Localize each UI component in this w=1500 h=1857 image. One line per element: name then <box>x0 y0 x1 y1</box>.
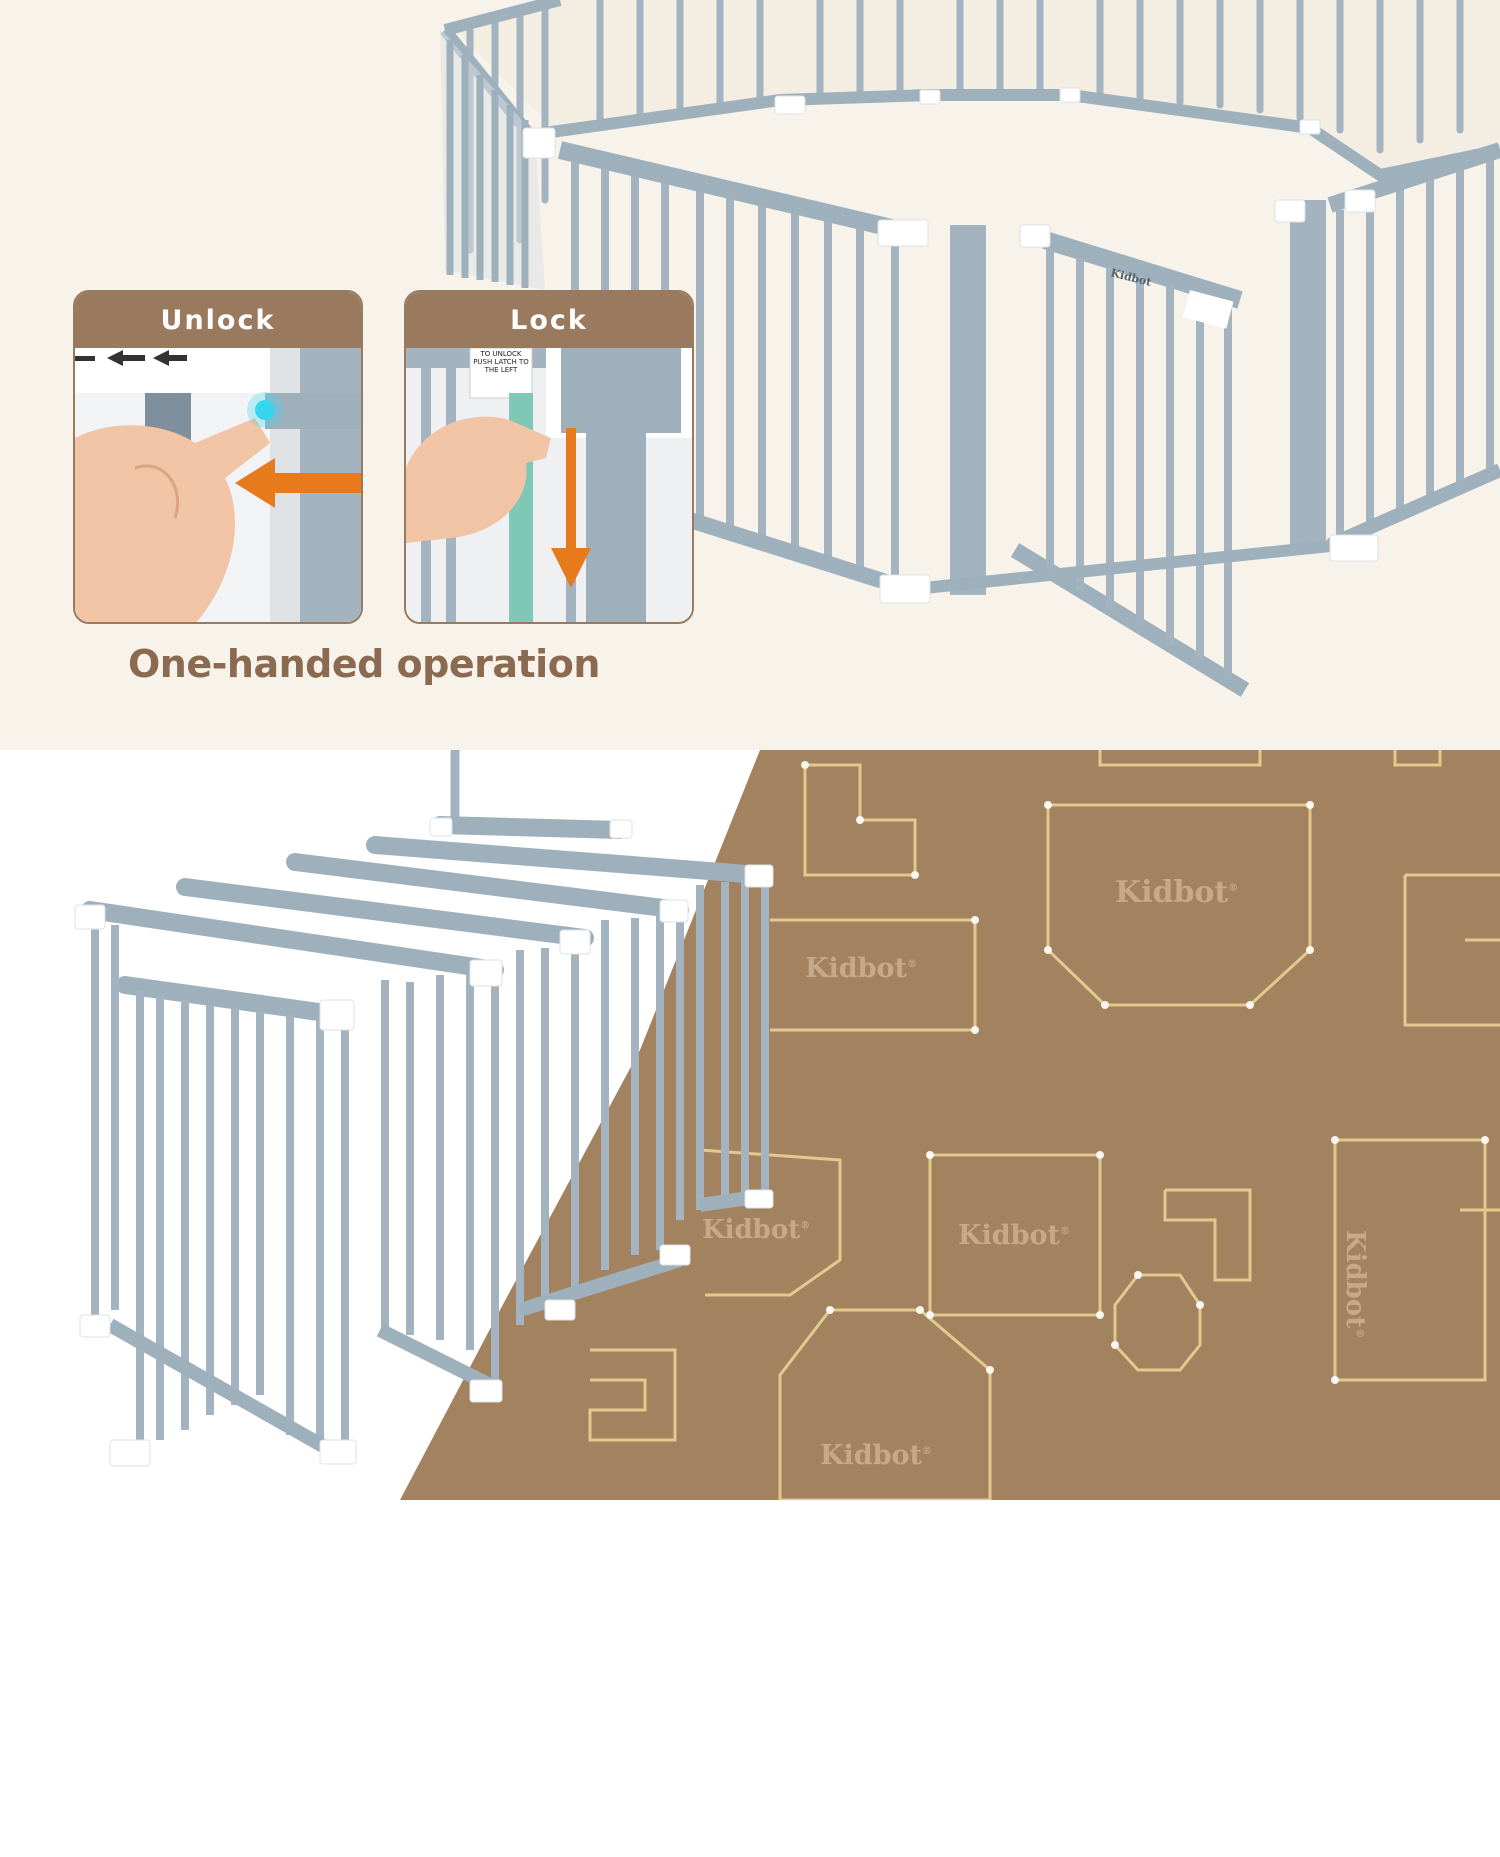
top-section: Kidbot Unlock <box>0 0 1500 750</box>
one-handed-caption: One-handed operation <box>128 642 600 686</box>
shapes-background <box>74 750 1500 1500</box>
lock-label: Lock <box>406 292 692 348</box>
lock-latch-photo: TO UNLOCK PUSH LATCH TO THE LEFT <box>406 348 692 622</box>
brand-watermark: Kidbot® <box>820 1440 932 1471</box>
lock-callout: Lock TO UNLOCK PUSH LATCH TO THE LEFT <box>404 290 694 624</box>
brand-watermark: Kidbot® <box>702 1215 811 1245</box>
brand-watermark: Kidbot® <box>1115 875 1239 910</box>
adaptable-caption: Adaptable to multiple shapes <box>806 1814 1407 1857</box>
brand-watermark: Kidbot® <box>1340 1230 1370 1339</box>
arrow-left-icon <box>75 350 187 366</box>
latch-indicator-icon <box>255 400 275 420</box>
unlock-callout: Unlock <box>73 290 363 624</box>
unlock-latch-photo <box>75 348 361 622</box>
arrow-left-orange-icon <box>235 458 361 508</box>
arrow-down-orange-icon <box>551 548 591 588</box>
folded-fence-panels <box>74 750 774 1467</box>
latch-sticker: TO UNLOCK PUSH LATCH TO THE LEFT <box>473 350 529 374</box>
playpen-illustration: Kidbot <box>440 0 1500 697</box>
bottom-section: Kidbot® Kidbot® Kidbot® Kidbot® Kidbot® … <box>0 750 1500 1857</box>
brand-watermark: Kidbot® <box>805 953 917 984</box>
brand-watermark: Kidbot® <box>958 1220 1070 1251</box>
unlock-label: Unlock <box>75 292 361 348</box>
